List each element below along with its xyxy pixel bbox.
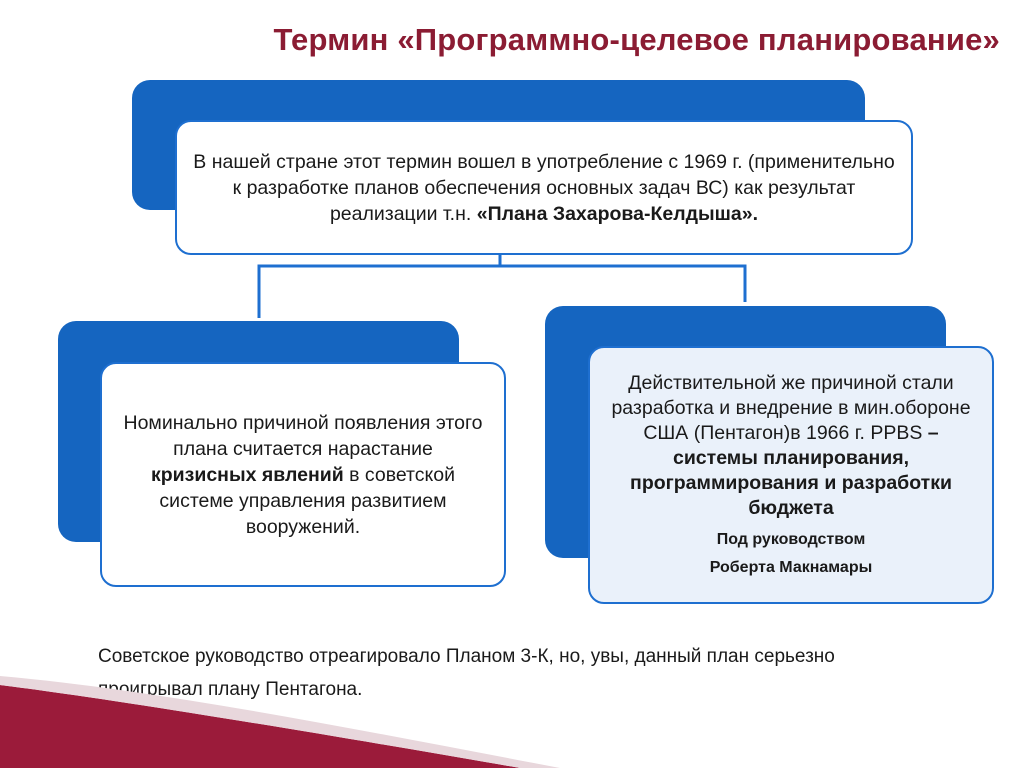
left-node-text-bold: кризисных явлений bbox=[150, 463, 344, 486]
right-node-text-plain: Действительной же причиной стали разрабо… bbox=[611, 372, 971, 444]
right-node-box: Действительной же причиной стали разрабо… bbox=[588, 346, 994, 604]
left-node-text-before: Номинально причиной появления этого план… bbox=[123, 411, 483, 460]
top-node-box: В нашей стране этот термин вошел в употр… bbox=[175, 120, 913, 255]
right-node-text: Действительной же причиной стали разрабо… bbox=[604, 371, 978, 579]
right-node-sub1: Под руководством bbox=[716, 531, 866, 548]
bottom-note: Советское руководство отреагировало План… bbox=[98, 646, 835, 700]
right-node-sub2: Роберта Макнамары bbox=[709, 559, 873, 576]
top-node-text: В нашей стране этот термин вошел в употр… bbox=[191, 149, 897, 227]
left-node-box: Номинально причиной появления этого план… bbox=[100, 362, 506, 587]
left-node-text: Номинально причиной появления этого план… bbox=[118, 410, 488, 540]
top-node-text-plain: В нашей стране этот термин вошел в употр… bbox=[193, 150, 895, 225]
slide-title: Термин «Программно-целевое планирование» bbox=[273, 22, 1000, 57]
top-node-text-bold: «Плана Захарова-Келдыша». bbox=[476, 202, 759, 225]
left-node-text-after: в советской системе управления развитием… bbox=[159, 463, 455, 538]
right-node-text-bold: – системы планирования, программирования… bbox=[630, 422, 952, 519]
